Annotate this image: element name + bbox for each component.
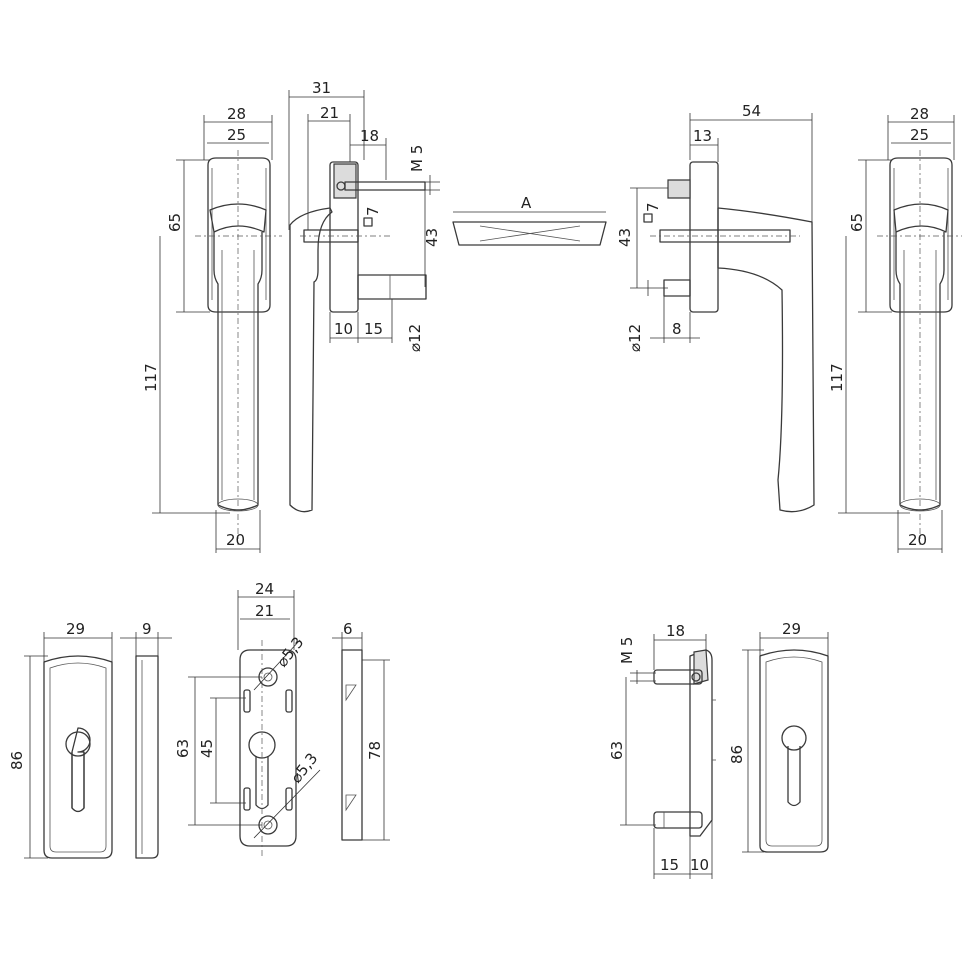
dim-15-inner: 15 bbox=[660, 856, 679, 874]
dim-dia12-right: ⌀12 bbox=[626, 324, 644, 352]
dim-21-side: 21 bbox=[320, 104, 339, 122]
dim-43-left: 43 bbox=[423, 228, 441, 247]
dim-54: 54 bbox=[742, 102, 761, 120]
dim-sq7-left: 7 bbox=[364, 206, 382, 216]
dim-10-left: 10 bbox=[334, 320, 353, 338]
dim-15-left: 15 bbox=[364, 320, 383, 338]
dim-86-left: 86 bbox=[8, 751, 26, 770]
dim-10-inner: 10 bbox=[690, 856, 709, 874]
dims-rosette-front-left: 29 86 bbox=[8, 620, 113, 859]
dim-dia12-left: ⌀12 bbox=[406, 324, 424, 352]
dim-20-left: 20 bbox=[226, 531, 245, 549]
dims-handle-front-right: 28 25 65 117 20 bbox=[828, 105, 955, 553]
dim-29-left: 29 bbox=[66, 620, 85, 638]
dims-handle-side-left: 31 21 18 M 5 7 43 10 15 ⌀12 bbox=[288, 79, 441, 352]
dim-78: 78 bbox=[366, 741, 384, 760]
dim-hole-bottom: ⌀5,3 bbox=[287, 749, 321, 786]
rosette-front-right bbox=[759, 649, 829, 853]
handle-front-view-left bbox=[195, 150, 282, 545]
dim-9: 9 bbox=[142, 620, 152, 638]
dim-6: 6 bbox=[343, 620, 353, 638]
dim-20-right: 20 bbox=[908, 531, 927, 549]
dim-a: A bbox=[521, 194, 532, 212]
backplate-front bbox=[239, 639, 321, 856]
dim-43-right: 43 bbox=[616, 228, 634, 247]
rosette-front-left bbox=[43, 655, 113, 859]
dims-rosette-front-right: 29 86 bbox=[728, 620, 829, 853]
dim-86-right: 86 bbox=[728, 745, 746, 764]
spindle: A bbox=[452, 194, 607, 246]
dim-8: 8 bbox=[672, 320, 682, 338]
dim-117-left: 117 bbox=[142, 363, 160, 392]
dim-m5-plate: M 5 bbox=[618, 637, 636, 664]
dim-63-plate: 63 bbox=[174, 739, 192, 758]
dim-28-right: 28 bbox=[910, 105, 929, 123]
backplate-side: 6 78 bbox=[332, 620, 390, 841]
dim-m5-left: M 5 bbox=[408, 145, 426, 172]
dim-31: 31 bbox=[312, 79, 331, 97]
dim-65-left: 65 bbox=[166, 213, 184, 232]
dims-handle-side-right: 54 13 7 43 ⌀12 8 bbox=[616, 102, 813, 352]
dims-handle-front-left: 28 25 65 117 20 bbox=[142, 105, 273, 553]
handle-front-view-right bbox=[877, 150, 962, 545]
dim-25-right: 25 bbox=[910, 126, 929, 144]
dim-63-inner: 63 bbox=[608, 741, 626, 760]
dim-13: 13 bbox=[693, 127, 712, 145]
handle-side-view-right bbox=[650, 161, 815, 513]
dim-sq7-right: 7 bbox=[644, 202, 662, 212]
dim-hole-top: ⌀5,3 bbox=[273, 633, 307, 670]
dim-18-plate: 18 bbox=[666, 622, 685, 640]
dims-inner-plate-side: M 5 18 63 15 10 bbox=[608, 622, 713, 879]
inner-plate-side bbox=[653, 649, 716, 837]
dim-28-left: 28 bbox=[227, 105, 246, 123]
dim-45: 45 bbox=[198, 739, 216, 758]
rosette-side-left: 9 bbox=[120, 620, 172, 859]
dim-24: 24 bbox=[255, 580, 274, 598]
dim-25-left: 25 bbox=[227, 126, 246, 144]
dim-65-right: 65 bbox=[848, 213, 866, 232]
dim-18-side: 18 bbox=[360, 127, 379, 145]
dim-29-right: 29 bbox=[782, 620, 801, 638]
dim-21-plate: 21 bbox=[255, 602, 274, 620]
dim-117-right: 117 bbox=[828, 363, 846, 392]
